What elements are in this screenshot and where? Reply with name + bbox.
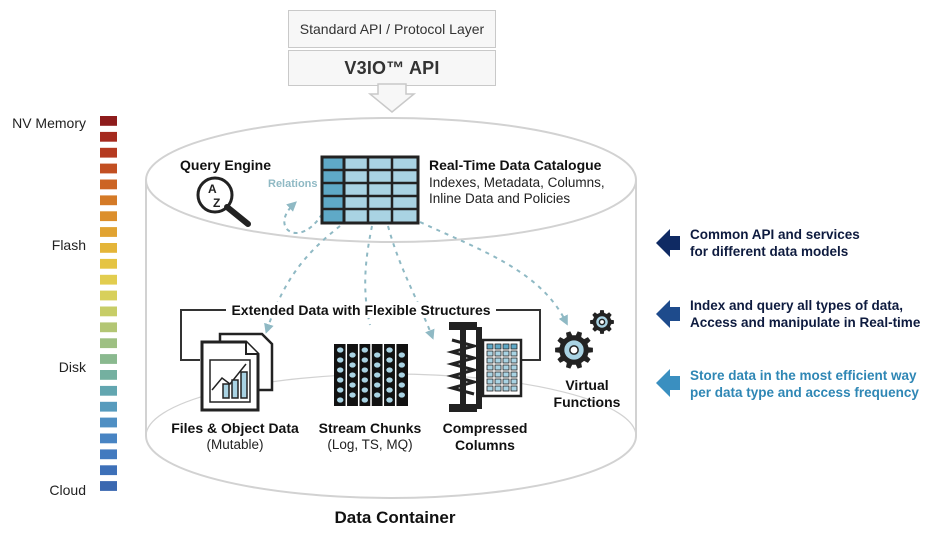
compressed-columns-title-1: Compressed — [442, 420, 528, 436]
catalogue-title: Real-Time Data Catalogue — [429, 157, 602, 173]
virtual-functions-title-1: Virtual — [565, 377, 609, 393]
catalogue-line2: Inline Data and Policies — [429, 191, 571, 206]
az-glyph-a: A — [208, 182, 217, 196]
right-note-api-line2: for different data models — [690, 244, 849, 259]
tier-segment — [100, 449, 117, 460]
az-glyph-z: Z — [213, 196, 220, 210]
tier-segment — [100, 147, 117, 158]
tier-segment — [100, 116, 117, 126]
tier-segment — [100, 354, 117, 364]
right-note-store-line2: per data type and access frequency — [690, 385, 919, 400]
files-object-title: Files & Object Data — [171, 420, 299, 436]
right-note-index-line2: Access and manipulate in Real-time — [690, 315, 921, 330]
right-note-store-line1: Store data in the most efficient way — [690, 368, 917, 383]
tier-segment — [100, 417, 117, 428]
left-arrow-icon — [656, 369, 680, 397]
api-down-arrow — [367, 83, 417, 113]
catalogue-table-icon — [320, 155, 420, 225]
tier-segment — [100, 179, 117, 190]
tier-segment — [100, 401, 117, 412]
tier-segment — [100, 131, 117, 142]
catalogue-line1: Indexes, Metadata, Columns, — [429, 175, 605, 190]
compressed-columns-icon — [446, 322, 523, 412]
right-note-api-line1: Common API and services — [690, 227, 860, 242]
tier-label-cloud: Cloud — [49, 482, 86, 498]
compressed-columns-title-2: Columns — [455, 437, 515, 453]
tier-segment — [100, 195, 117, 206]
tier-segment — [100, 274, 117, 285]
tier-segment — [100, 465, 117, 476]
virtual-functions-gears-icon — [555, 310, 614, 369]
query-engine-title: Query Engine — [180, 157, 272, 173]
data-container-title: Data Container — [334, 508, 456, 527]
protocol-layer-label: Standard API / Protocol Layer — [299, 21, 485, 37]
tier-label-nv-memory: NV Memory — [12, 115, 86, 131]
tier-segment — [100, 211, 117, 222]
tier-segment — [100, 433, 117, 444]
stream-chunks-subtitle: (Log, TS, MQ) — [327, 437, 413, 452]
tier-segment — [100, 306, 117, 317]
tier-segment — [100, 258, 117, 269]
magnifier-az-icon: A Z — [196, 176, 251, 227]
stream-chunks-icon — [334, 344, 408, 406]
virtual-functions-title-2: Functions — [553, 394, 621, 410]
right-note-store: Store data in the most efficient way per… — [690, 367, 919, 401]
stream-chunks-title: Stream Chunks — [318, 420, 422, 436]
tier-segment — [100, 481, 117, 491]
right-note-api: Common API and services for different da… — [690, 226, 860, 260]
relations-loop — [283, 201, 323, 234]
left-arrow-icon — [656, 229, 680, 257]
tier-segment — [100, 322, 117, 333]
right-note-index: Index and query all types of data, Acces… — [690, 297, 920, 331]
tier-segment — [100, 163, 117, 174]
tier-segment — [100, 385, 117, 396]
v3io-api-label: V3IO™ API — [344, 57, 440, 78]
left-arrow-icon — [656, 300, 680, 328]
storage-tier-bar — [100, 116, 117, 491]
relations-label: Relations — [268, 178, 318, 190]
tier-segment — [100, 243, 117, 253]
files-object-icon — [200, 332, 274, 412]
right-note-arrows — [656, 229, 680, 397]
extended-data-title: Extended Data with Flexible Structures — [226, 302, 496, 318]
tier-segment — [100, 370, 117, 380]
protocol-layer-box: Standard API / Protocol Layer — [288, 10, 496, 48]
tier-segment — [100, 338, 117, 349]
files-object-subtitle: (Mutable) — [206, 437, 264, 452]
extended-data-bracket — [180, 309, 541, 361]
tier-segment — [100, 227, 117, 237]
tier-label-disk: Disk — [58, 359, 86, 375]
right-note-index-line1: Index and query all types of data, — [690, 298, 904, 313]
tier-label-flash: Flash — [51, 237, 86, 253]
tier-segment — [100, 290, 117, 301]
